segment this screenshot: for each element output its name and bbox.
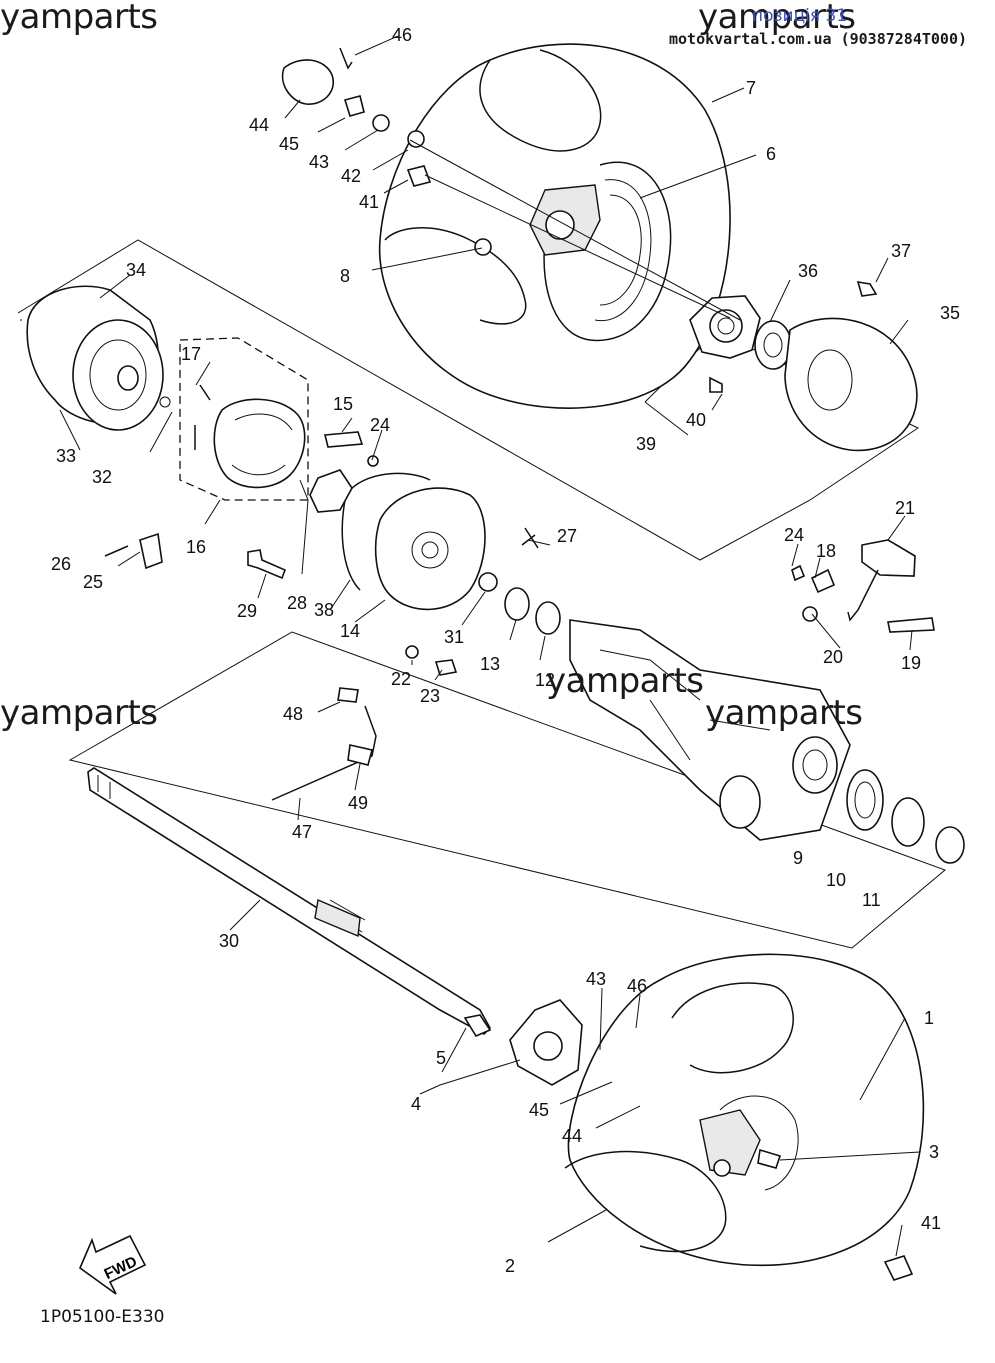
callout-41a: 41 [359, 192, 379, 212]
callout-22: 22 [391, 669, 411, 689]
callout-43b: 43 [586, 969, 606, 989]
group-outline-axle [68, 631, 946, 949]
callout-26: 26 [51, 554, 71, 574]
callout-15: 15 [333, 394, 353, 414]
callout-31: 31 [444, 627, 464, 647]
callout-46a: 46 [392, 25, 412, 45]
callout-28: 28 [287, 593, 307, 613]
callout-4: 4 [411, 1094, 421, 1114]
callout-12: 12 [535, 670, 555, 690]
callout-29: 29 [237, 601, 257, 621]
diagram-code: 1P05100-E330 [40, 1307, 165, 1327]
callout-44b: 44 [562, 1126, 582, 1146]
upper-hardware [281, 47, 492, 256]
brake-panel [309, 469, 486, 611]
callout-33: 33 [56, 446, 76, 466]
callout-7: 7 [746, 78, 756, 98]
source-caption: motokvartal.com.ua (90387284T000) [668, 30, 967, 48]
callout-40: 40 [686, 410, 706, 430]
callout-14: 14 [340, 621, 360, 641]
callout-48: 48 [283, 704, 303, 724]
lower-wheel [564, 953, 925, 1281]
callout-44a: 44 [249, 115, 269, 135]
callout-20: 20 [823, 647, 843, 667]
callout-24b: 24 [784, 525, 804, 545]
callout-labels: 1 2 3 4 5 6 7 8 9 10 11 12 13 14 15 16 1… [51, 25, 960, 1276]
brake-lever [847, 539, 916, 622]
callout-3: 3 [929, 1142, 939, 1162]
callout-11: 11 [862, 890, 881, 910]
watermark-top-left: yamparts [0, 0, 158, 37]
group-outline-brake-shoe [179, 337, 309, 501]
callout-10: 10 [826, 870, 846, 890]
callout-36: 36 [798, 261, 818, 281]
callout-38: 38 [314, 600, 334, 620]
callout-47: 47 [292, 822, 312, 842]
callout-37: 37 [891, 241, 911, 261]
callout-21: 21 [895, 498, 915, 518]
upper-wheel [378, 43, 731, 409]
callout-32: 32 [92, 467, 112, 487]
callout-13: 13 [480, 654, 500, 674]
rear-hub-assembly [689, 281, 918, 452]
callout-39: 39 [636, 434, 656, 454]
leader-lines [59, 35, 921, 1257]
watermark-mid-left: yamparts [0, 693, 158, 733]
watermark-mid-right: yamparts [705, 693, 863, 733]
axle-shaft [87, 767, 491, 1035]
small-hardware [104, 431, 935, 676]
callout-18: 18 [816, 541, 836, 561]
fwd-arrow: FWD [79, 1234, 147, 1295]
callout-1: 1 [924, 1008, 934, 1028]
callout-6: 6 [766, 144, 776, 164]
callout-9: 9 [793, 848, 803, 868]
callout-34: 34 [126, 260, 146, 280]
brake-shoes [194, 384, 306, 489]
watermark-center: yamparts [546, 661, 704, 701]
callout-23: 23 [420, 686, 440, 706]
brake-drum [26, 285, 171, 431]
callout-8: 8 [340, 266, 350, 286]
callout-43a: 43 [309, 152, 329, 172]
callout-27: 27 [557, 526, 577, 546]
callout-5: 5 [436, 1048, 446, 1068]
callout-35: 35 [940, 303, 960, 323]
callout-41b: 41 [921, 1213, 941, 1233]
watermark-top-right: yamparts [698, 0, 856, 37]
position-link[interactable]: позиція 31 [752, 6, 848, 26]
callout-19: 19 [901, 653, 921, 673]
callout-17: 17 [181, 344, 201, 364]
callout-45b: 45 [529, 1100, 549, 1120]
callout-16: 16 [186, 537, 206, 557]
axle-housing [569, 619, 965, 864]
brake-rod [271, 687, 377, 801]
callout-2: 2 [505, 1256, 515, 1276]
callout-49: 49 [348, 793, 368, 813]
callout-25: 25 [83, 572, 103, 592]
callout-42: 42 [341, 166, 361, 186]
callout-46b: 46 [627, 976, 647, 996]
callout-45a: 45 [279, 134, 299, 154]
callout-24a: 24 [370, 415, 390, 435]
callout-30: 30 [219, 931, 239, 951]
